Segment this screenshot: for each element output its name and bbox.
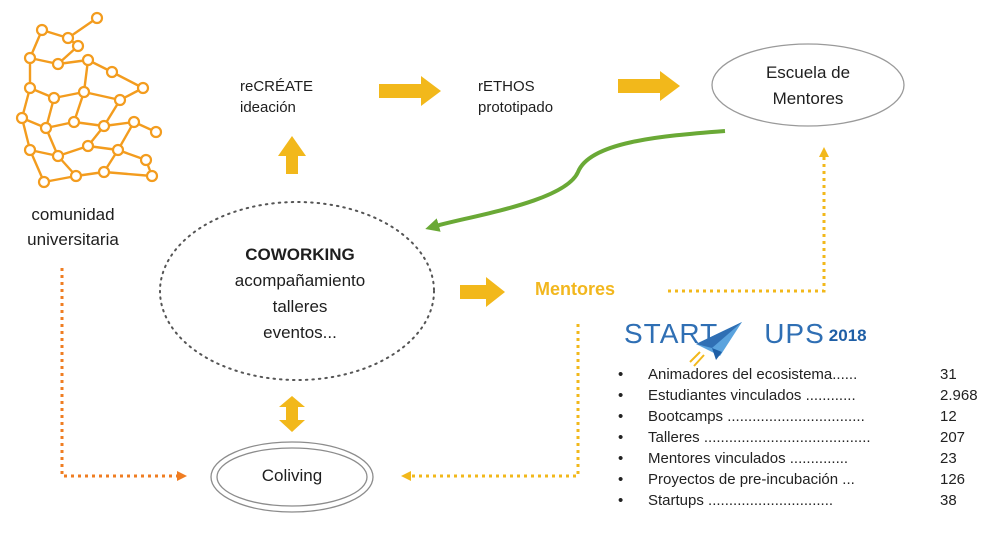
stat-label: Proyectos de pre-incubación ... xyxy=(648,471,855,488)
bullet: • xyxy=(618,450,624,467)
stat-value: 23 xyxy=(940,450,957,467)
stat-label: Animadores del ecosistema...... xyxy=(648,366,858,383)
network-node xyxy=(23,51,37,65)
rethos-label: rETHOS prototipado xyxy=(478,76,553,118)
coworking-title: COWORKING xyxy=(245,245,355,264)
network-node xyxy=(97,165,111,179)
recreate-line-2: ideación xyxy=(240,99,296,116)
coworking-ellipse xyxy=(159,201,435,381)
network-node xyxy=(113,93,127,107)
coworking-line-2: talleres xyxy=(272,297,328,316)
network-node xyxy=(61,31,75,45)
community-label: comunidad universitaria xyxy=(10,202,136,252)
stat-label: Bootcamps ..............................… xyxy=(648,408,865,425)
brand-year: 2018 xyxy=(828,326,867,345)
network-node xyxy=(51,149,65,163)
coworking-line-3: eventos... xyxy=(263,323,337,342)
stat-label: Startups .............................. xyxy=(648,492,834,509)
stat-value: 126 xyxy=(940,471,966,488)
network-node xyxy=(35,23,49,37)
network-node xyxy=(69,169,83,183)
stat-label: Mentores vinculados .............. xyxy=(648,450,849,467)
coworking-label: COWORKING acompañamiento talleres evento… xyxy=(190,242,410,346)
coliving-ellipse-inner xyxy=(216,447,368,507)
bullet: • xyxy=(618,408,624,425)
bullet: • xyxy=(618,429,624,446)
community-line-1: comunidad xyxy=(31,205,115,224)
network-edge xyxy=(83,90,121,102)
dotted-mentores-to-escuela xyxy=(668,147,829,293)
network-node xyxy=(71,39,85,53)
network-node xyxy=(111,143,125,157)
escuela-line-1: Escuela de xyxy=(765,63,851,82)
escuela-label: Escuela de Mentores xyxy=(710,60,906,112)
rethos-line-1: rETHOS xyxy=(478,78,535,95)
bullet: • xyxy=(618,492,624,509)
bullet: • xyxy=(618,471,624,488)
arrow-coworking-to-recreate xyxy=(278,136,306,174)
arrow-recreate-to-rethos xyxy=(379,76,441,106)
network-node xyxy=(67,115,81,129)
arrow-coworking-to-mentores xyxy=(460,277,505,307)
mentores-label: Mentores xyxy=(535,279,616,299)
network-node xyxy=(23,81,37,95)
network-node xyxy=(77,85,91,99)
network-node xyxy=(81,53,95,67)
network-node xyxy=(145,169,159,183)
arrow-escuela-to-coworking xyxy=(425,129,726,232)
stat-value: 31 xyxy=(940,366,957,383)
network-node xyxy=(23,143,37,157)
rethos-line-2: prototipado xyxy=(478,99,554,116)
network-node xyxy=(97,119,111,133)
network-node xyxy=(105,65,119,79)
network-node xyxy=(51,57,65,71)
dotted-community-to-coliving xyxy=(60,268,187,481)
brand-right: UPS xyxy=(764,318,825,349)
paper-plane-icon xyxy=(689,322,742,367)
dotted-mentores-to-coliving xyxy=(401,324,580,481)
network-node xyxy=(136,81,150,95)
stat-value: 2.968 xyxy=(940,387,978,404)
network-node xyxy=(47,91,61,105)
coworking-line-1: acompañamiento xyxy=(234,271,366,290)
bullet: • xyxy=(618,366,624,383)
coliving-ellipse-outer xyxy=(210,441,374,513)
network-icon xyxy=(15,11,163,189)
brand-left: START xyxy=(624,318,719,349)
recreate-label: reCRÉATE ideación xyxy=(240,76,313,118)
escuela-line-2: Mentores xyxy=(772,89,844,108)
network-node xyxy=(39,121,53,135)
network-node xyxy=(90,11,104,25)
arrow-rethos-to-escuela xyxy=(618,71,680,101)
escuela-ellipse xyxy=(711,43,905,127)
network-node xyxy=(15,111,29,125)
recreate-line-1: reCRÉATE xyxy=(240,78,314,95)
stat-label: Estudiantes vinculados ............ xyxy=(648,387,856,404)
arrow-coworking-coliving xyxy=(279,396,305,432)
stat-value: 38 xyxy=(940,492,957,509)
stat-label: Talleres ...............................… xyxy=(648,429,871,446)
stat-value: 12 xyxy=(940,408,957,425)
network-edge xyxy=(103,170,153,178)
network-node xyxy=(81,139,95,153)
network-node xyxy=(127,115,141,129)
coliving-label: Coliving xyxy=(261,466,323,485)
network-node xyxy=(37,175,51,189)
community-line-2: universitaria xyxy=(27,230,119,249)
network-node xyxy=(139,153,153,167)
stat-value: 207 xyxy=(940,429,966,446)
bullet: • xyxy=(618,387,624,404)
network-node xyxy=(149,125,163,139)
